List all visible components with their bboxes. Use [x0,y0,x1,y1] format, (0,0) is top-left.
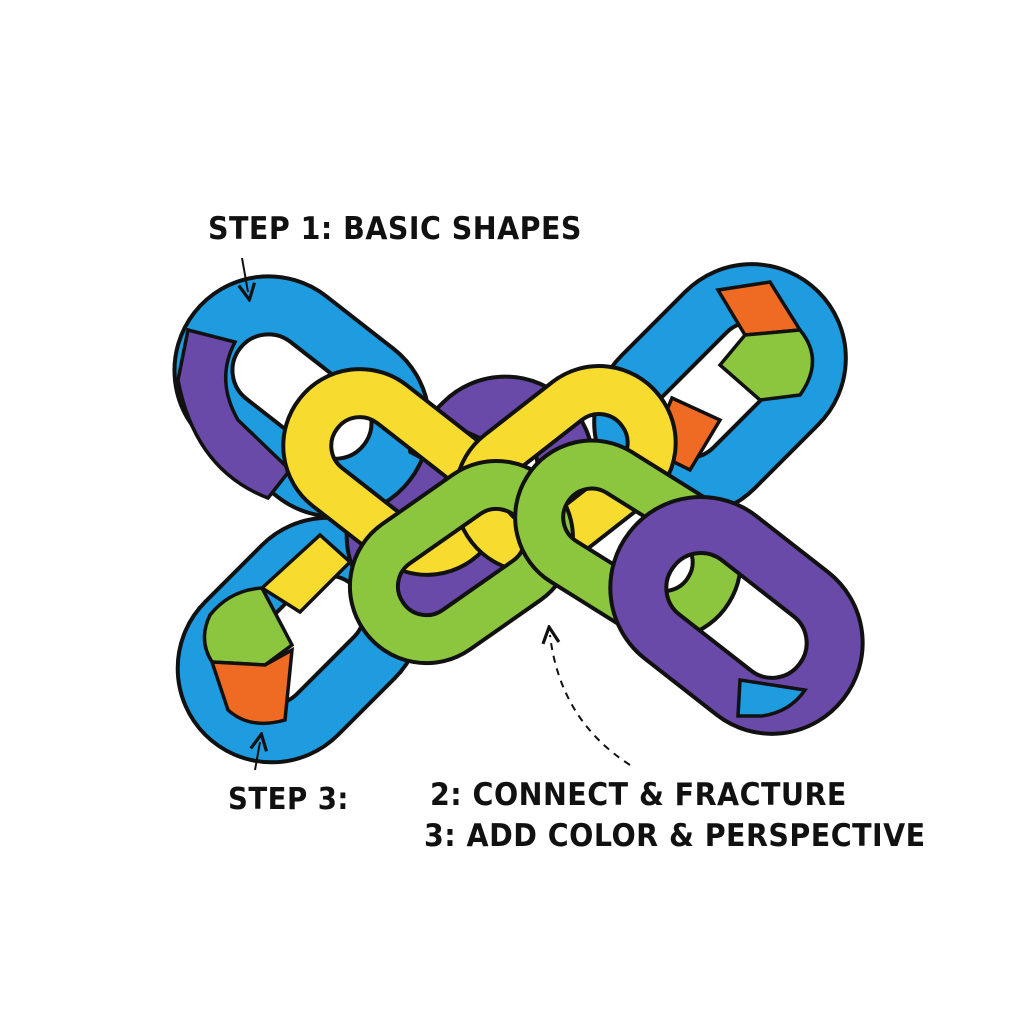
link-segment-green [717,328,815,402]
link-segment-blue [736,677,809,718]
chain-link-yellow-center [453,364,678,574]
step2-label: 2: CONNECT & FRACTURE [430,777,847,813]
arrow-step3-left [255,742,260,771]
arrow-step2-dashed [550,635,631,766]
link-segment-green [202,586,295,667]
chain-link-green-right [513,438,743,641]
step1-label: STEP 1: BASIC SHAPES [208,211,582,247]
link-segment-orange [209,646,295,726]
step3-label-right: 3: ADD COLOR & PERSPECTIVE [424,818,926,854]
link-segment-purple [176,327,293,501]
chain-link-bottom-right [608,495,865,736]
step3-label-left: STEP 3: [228,782,349,817]
arrow-step1 [242,257,248,292]
